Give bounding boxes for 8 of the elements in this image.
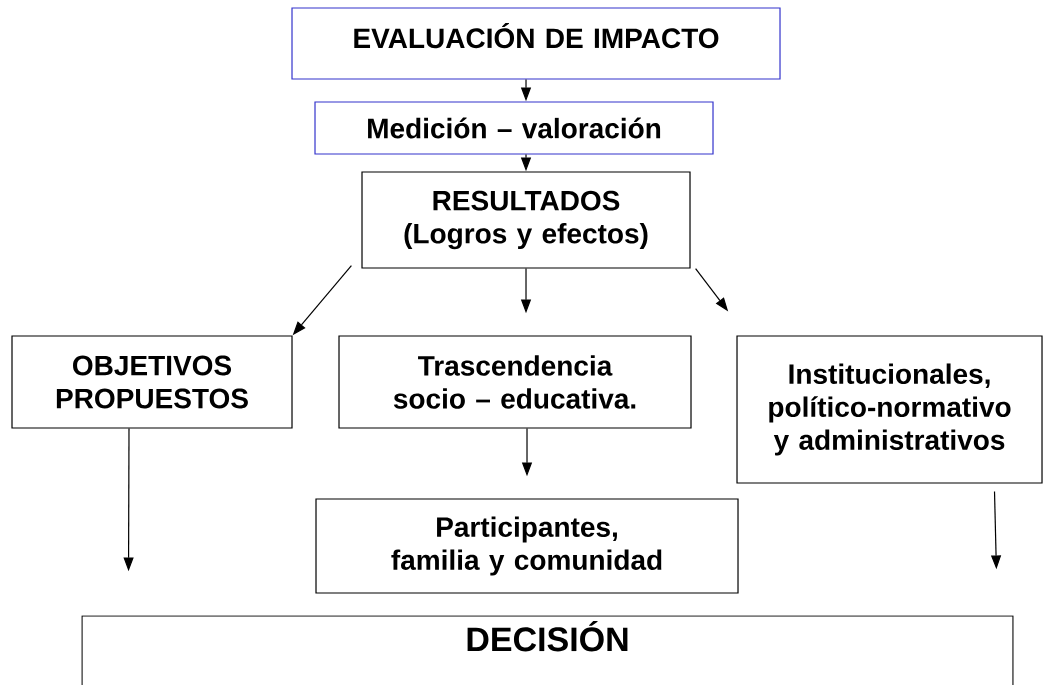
decision-box: DECISIÓN [81,615,1014,685]
process-box: Medición – valoración [314,101,714,155]
process-box: Trascendencia socio – educativa. [338,335,692,429]
process-box: EVALUACIÓN DE IMPACTO [291,7,781,80]
process-box: Participantes, familia y comunidad [315,498,739,594]
process-box: OBJETIVOS PROPUESTOS [11,335,293,429]
process-box: RESULTADOS (Logros y efectos) [361,171,691,269]
process-box: Institucionales, político-normativo y administrativos [736,335,1043,484]
